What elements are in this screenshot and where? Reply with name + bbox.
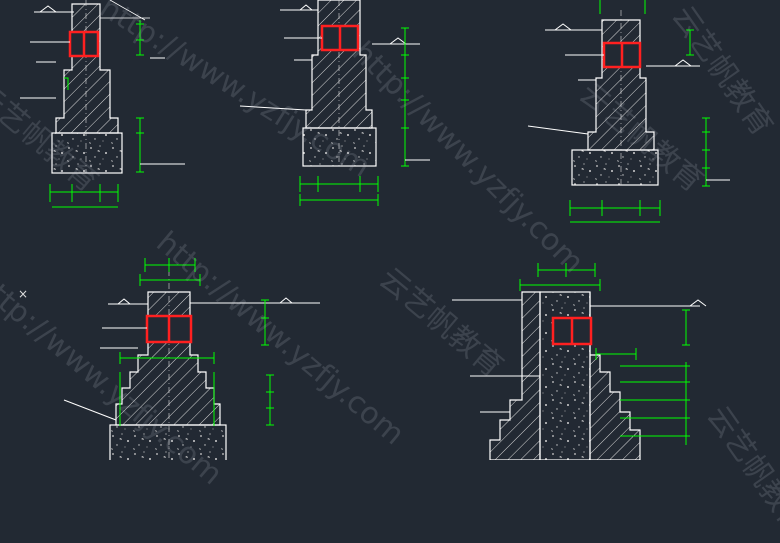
footing-e xyxy=(452,263,707,460)
foundation-pad xyxy=(302,127,377,167)
footing-a xyxy=(20,0,185,208)
wall-section xyxy=(55,3,119,134)
cad-drawing-canvas: × xyxy=(18,0,730,460)
footing-c xyxy=(527,0,730,223)
footing-d: × xyxy=(18,258,320,460)
footing-b xyxy=(239,0,430,206)
foundation-pad xyxy=(109,424,227,460)
foundation-pad xyxy=(51,132,123,174)
wall-section-right xyxy=(589,292,641,460)
foundation-pad xyxy=(571,149,659,186)
axis-marker: × xyxy=(18,287,28,301)
